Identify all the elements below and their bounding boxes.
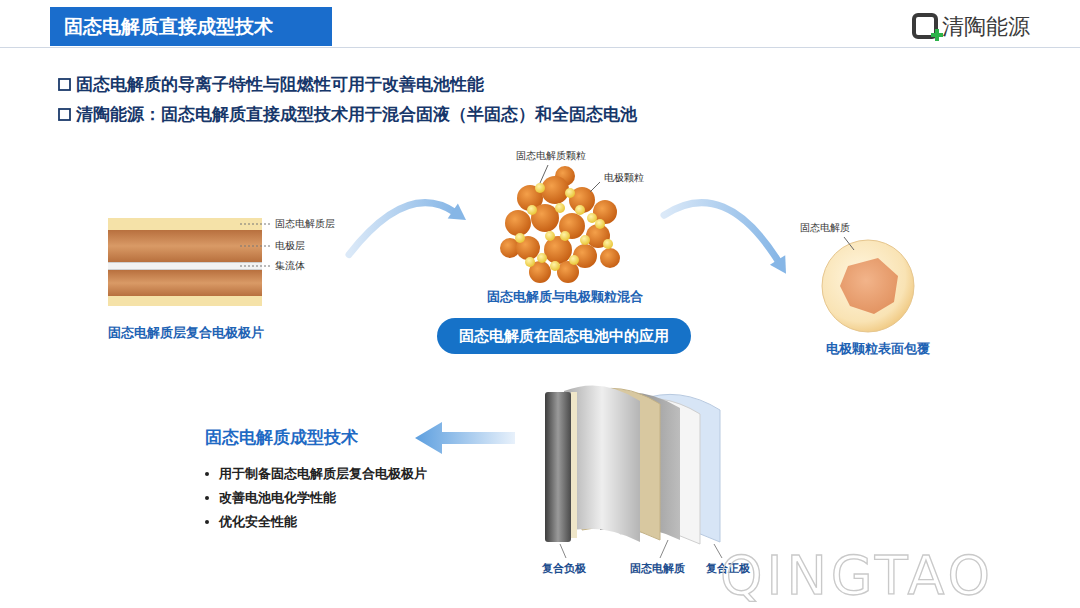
bullet-text: 用于制备固态电解质层复合电极极片	[219, 465, 427, 483]
curved-arrow	[349, 203, 466, 255]
electrolyte-particle	[603, 239, 613, 249]
electrode-layer	[108, 230, 262, 262]
current-collector	[108, 262, 262, 270]
electrode-sheet-figure	[100, 210, 345, 345]
electrode-particle	[600, 248, 620, 268]
bullet-dot	[205, 472, 209, 476]
part-label: 固态电解质	[630, 562, 685, 576]
header-bar	[50, 7, 332, 46]
bullet-row: 优化安全性能	[205, 510, 427, 534]
electrolyte-particle	[545, 231, 555, 241]
part-label: 固态电解质颗粒	[516, 150, 586, 162]
electrode-particle	[505, 210, 531, 236]
leader-line	[590, 182, 600, 192]
leader-line	[240, 266, 270, 267]
header-rule	[0, 47, 1080, 48]
bullet-dot	[205, 496, 209, 500]
arrow-head	[448, 204, 466, 220]
electrolyte-particle	[595, 219, 605, 229]
particle-mixture-node: 固态电解质与电极颗粒混合 固态电解质颗粒电极颗粒	[470, 148, 660, 308]
figure-caption: 固态电解质与电极颗粒混合	[487, 288, 643, 306]
electrolyte-layer	[108, 218, 262, 230]
figure-caption: 固态电解质层复合电极极片	[108, 324, 264, 342]
electrolyte-particle	[535, 183, 545, 193]
collector-edge	[108, 262, 262, 263]
bullet-dot	[205, 520, 209, 524]
coated-particle-node: 电极颗粒表面包覆 固态电解质	[790, 222, 965, 358]
battery-roll	[545, 392, 571, 542]
battery-sheet	[564, 385, 640, 542]
leader-line	[844, 237, 854, 250]
electrolyte-particle	[515, 233, 525, 243]
leader-line	[240, 224, 270, 225]
checkbox	[59, 79, 70, 90]
electrolyte-particle	[580, 235, 590, 245]
electrode-particle	[541, 176, 569, 204]
leader-line	[540, 165, 548, 183]
figure-caption: 电极颗粒表面包覆	[826, 340, 930, 358]
electrolyte-particle	[537, 253, 547, 263]
electrolyte-particle	[550, 261, 560, 271]
bullet-line: 清陶能源：固态电解质直接成型技术用于混合固液（半固态）和全固态电池	[76, 103, 637, 125]
leader-line	[560, 544, 566, 558]
bullet-line: 固态电解质的导离子特性与阻燃性可用于改善电池性能	[76, 73, 484, 95]
watermark: QINGTAO	[720, 548, 994, 604]
section-heading: 固态电解质成型技术	[205, 426, 427, 448]
application-pill: 固态电解质在固态电池中的应用	[437, 318, 691, 354]
arrow-head	[770, 255, 786, 273]
logo-plus	[935, 29, 939, 41]
electrolyte-particle	[565, 188, 575, 198]
checkbox	[59, 109, 70, 120]
arrow-arc	[664, 203, 779, 263]
part-label: 固态电解质	[800, 222, 850, 234]
electrolyte-particle	[587, 213, 597, 223]
electrode-layer	[108, 270, 262, 296]
part-label: 固态电解质层	[275, 218, 335, 230]
bullet-text: 改善电池电化学性能	[219, 489, 336, 507]
leader-line	[240, 246, 270, 247]
leader-line	[660, 540, 668, 558]
electrolyte-layer	[108, 296, 262, 306]
collector-edge	[108, 269, 262, 270]
electrode-sheet-node: 固态电解质层复合电极极片 固态电解质层电极层集流体	[100, 210, 345, 345]
electrolyte-particle	[525, 257, 535, 267]
pill-text: 固态电解质在固态电池中的应用	[459, 326, 669, 346]
coated-particle-figure	[790, 222, 965, 358]
arrow-arc	[349, 203, 455, 255]
logo-text: 清陶能源	[942, 14, 1030, 40]
curved-arrow	[664, 203, 786, 274]
page-title: 固态电解质直接成型技术	[64, 13, 273, 39]
battery-strip	[571, 392, 577, 538]
electrolyte-particle	[560, 231, 570, 241]
bullet-row: 用于制备固态电解质层复合电极极片	[205, 462, 427, 486]
forming-tech-block: 固态电解质成型技术用于制备固态电解质层复合电极极片改善电池电化学性能优化安全性能	[205, 426, 427, 534]
part-label: 电极层	[275, 240, 305, 252]
electrolyte-particle	[527, 205, 537, 215]
electrode-core	[840, 258, 898, 314]
part-label: 复合负极	[542, 562, 586, 576]
part-label: 电极颗粒	[604, 172, 644, 184]
block-arrow	[415, 422, 515, 454]
electrolyte-particle	[555, 203, 565, 213]
bullet-row: 改善电池电化学性能	[205, 486, 427, 510]
part-label: 集流体	[275, 260, 305, 272]
electrolyte-particle	[575, 205, 585, 215]
electrolyte-particle	[569, 255, 579, 265]
bullet-text: 优化安全性能	[219, 513, 297, 531]
electrolyte-shell	[822, 240, 914, 332]
